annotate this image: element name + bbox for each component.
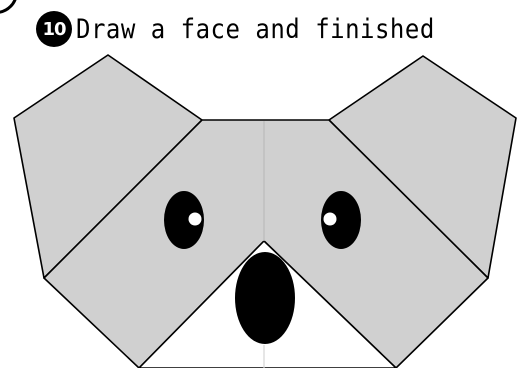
left-eye-highlight bbox=[189, 213, 202, 226]
right-eye-highlight bbox=[324, 213, 337, 226]
nose bbox=[235, 252, 295, 344]
